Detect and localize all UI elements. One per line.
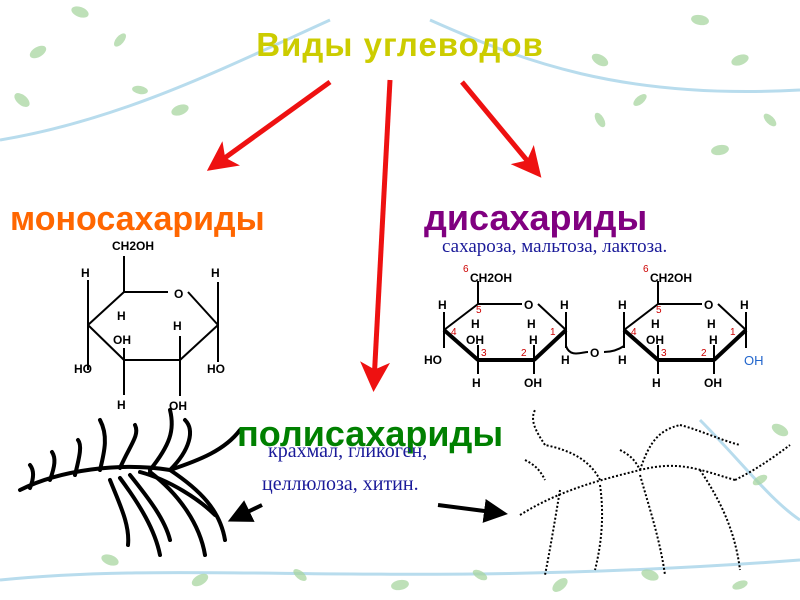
di-oh: OH <box>646 333 664 347</box>
arrow-to-poly <box>360 79 393 392</box>
leaf-decoration <box>691 14 709 26</box>
monosaccharides-label: моносахариды <box>10 200 265 238</box>
polysaccharides-label: полисахариды <box>237 413 504 454</box>
di-h: H <box>652 376 661 390</box>
leaf-decoration <box>591 53 609 67</box>
leaf-decoration <box>101 554 119 566</box>
carbon-number: 4 <box>451 327 457 338</box>
leaf-decoration <box>472 569 488 581</box>
arrow-to-mono <box>206 79 332 171</box>
carbon-number: 2 <box>521 348 527 359</box>
di-h: H <box>709 333 718 347</box>
di-h: H <box>471 317 480 331</box>
leaf-decoration <box>191 573 209 587</box>
leaf-decoration <box>29 45 47 59</box>
di-ring-o: O <box>704 298 713 312</box>
leaf-decoration <box>114 33 126 47</box>
vine-decoration <box>429 18 800 94</box>
carbon-number: 3 <box>661 348 667 359</box>
carbon-number: 6 <box>463 264 469 275</box>
mono-h: H <box>81 266 90 280</box>
carbon-number: 5 <box>476 305 482 316</box>
carbon-number: 6 <box>643 264 649 275</box>
carbon-number: 5 <box>656 305 662 316</box>
di-h: H <box>618 353 627 367</box>
di-h: H <box>438 298 447 312</box>
di-h: H <box>560 298 569 312</box>
slide-title: Виды углеводов <box>256 26 544 63</box>
di-ch2oh: CH2OH <box>470 271 512 285</box>
arrow-to-glycogen <box>437 499 508 523</box>
di-end-oh: OH <box>744 353 764 368</box>
vine-decoration <box>698 418 800 522</box>
disaccharides-label: дисахариды <box>424 197 648 238</box>
vine-decoration <box>0 18 331 142</box>
disaccharide-formula: 6 CH2OH 6 CH2OH O O O H H H H 5 5 H H H … <box>418 262 780 392</box>
leaf-decoration <box>732 580 748 590</box>
carbon-number: 2 <box>701 348 707 359</box>
leaf-decoration <box>14 93 30 107</box>
mono-oh: OH <box>169 399 187 413</box>
glycogen-structure <box>519 409 791 576</box>
leaf-decoration <box>763 113 777 127</box>
carbon-number: 1 <box>730 327 736 338</box>
di-h: H <box>707 317 716 331</box>
mono-h: H <box>173 319 182 333</box>
disaccharides-examples: сахароза, мальтоза, лактоза. <box>442 236 668 257</box>
starch-structure <box>18 408 242 557</box>
di-oh: OH <box>524 376 542 390</box>
di-ch2oh: CH2OH <box>650 271 692 285</box>
di-ho: HO <box>424 353 442 367</box>
di-ring-o: O <box>524 298 533 312</box>
leaf-decoration <box>293 569 307 581</box>
polysaccharides-examples-line2: целлюлоза, хитин. <box>262 473 419 495</box>
di-h: H <box>527 317 536 331</box>
mono-ch2oh: CH2OH <box>112 239 154 253</box>
carbon-number: 1 <box>550 327 556 338</box>
mono-ring-o: O <box>174 287 183 301</box>
monosaccharide-formula: CH2OH O H H H H OH HO HO H OH <box>74 239 225 413</box>
leaf-decoration <box>771 423 789 437</box>
leaf-decoration <box>731 54 749 66</box>
mono-oh: OH <box>113 333 131 347</box>
leaf-decoration <box>391 579 409 591</box>
arrow-to-di <box>460 80 542 178</box>
mono-h: H <box>211 266 220 280</box>
mono-ho: HO <box>207 362 225 376</box>
di-h: H <box>651 317 660 331</box>
di-h: H <box>561 353 570 367</box>
mono-ho: HO <box>74 362 92 376</box>
di-oh: OH <box>704 376 722 390</box>
leaf-decoration <box>752 474 768 486</box>
di-oh: OH <box>466 333 484 347</box>
polysaccharides-examples-line1: крахмал, гликоген, <box>268 440 428 462</box>
leaf-decoration <box>71 6 89 18</box>
vine-decoration <box>0 558 800 582</box>
leaf-decoration <box>594 112 606 128</box>
carbon-number: 3 <box>481 348 487 359</box>
leaf-decoration <box>552 578 568 592</box>
di-h: H <box>618 298 627 312</box>
carbon-number: 4 <box>631 327 637 338</box>
leaf-decoration <box>132 85 148 95</box>
mono-h: H <box>117 398 126 412</box>
leaf-decoration <box>711 144 729 156</box>
di-h: H <box>529 333 538 347</box>
arrow-to-starch <box>227 500 263 522</box>
di-bridge-o: O <box>590 346 599 360</box>
di-h: H <box>740 298 749 312</box>
mono-h: H <box>117 309 126 323</box>
leaf-decoration <box>633 94 647 106</box>
leaf-decoration <box>171 104 189 116</box>
leaf-decoration <box>641 569 659 581</box>
di-h: H <box>472 376 481 390</box>
